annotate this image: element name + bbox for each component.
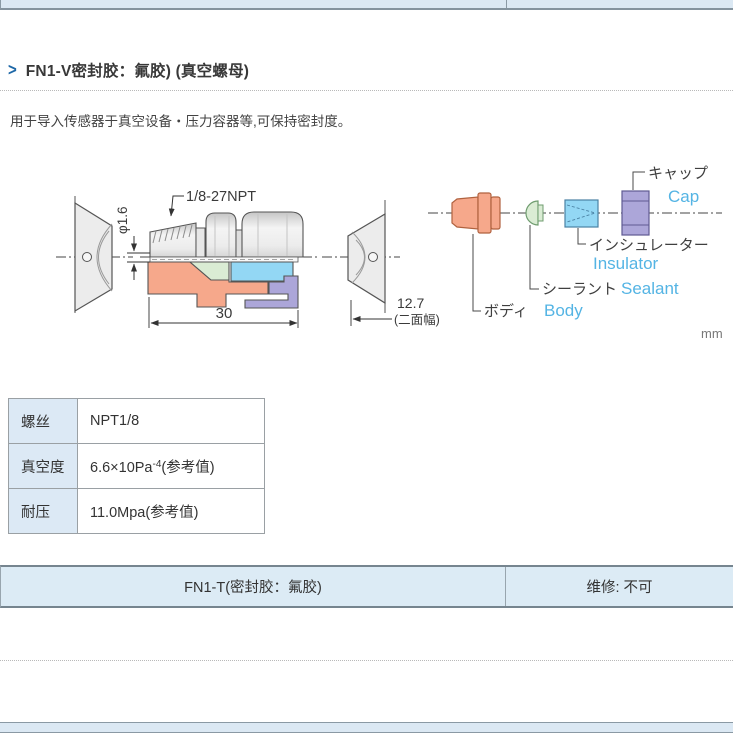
label-body-jp: ボディ <box>484 302 528 320</box>
vacuum-value-note: (参考值) <box>161 459 215 476</box>
table-row: 螺丝 NPT1/8 <box>8 398 265 444</box>
label-insulator-jp: インシュレーター <box>589 237 709 254</box>
fitting-section-view <box>140 211 318 309</box>
hex-end-view-right <box>322 200 400 313</box>
maintenance-cell: 维修: 不可 <box>586 580 653 596</box>
label-body-en: Body <box>544 301 583 320</box>
spec-value-vacuum: 6.6×10Pa-4(参考值) <box>77 443 265 489</box>
section-header: > FN1-V密封胶：氟胶) (真空螺母) <box>8 59 249 81</box>
technical-diagram: φ1.6 1/8-27NPT 30 12.7 (二面幅) <box>0 150 733 355</box>
exploded-view: キャップ Cap インシュレーター Insulator シーラント Sealan… <box>428 165 722 320</box>
part-cap <box>621 190 650 236</box>
dim-diameter-label: φ1.6 <box>115 206 130 234</box>
dotted-divider-top <box>0 90 733 91</box>
label-sealant-en: Sealant <box>621 279 679 298</box>
vacuum-value-base: 6.6×10Pa <box>90 459 153 476</box>
spec-label-thread: 螺丝 <box>8 398 78 444</box>
section-title: FN1-V密封胶：氟胶) (真空螺母) <box>25 63 250 80</box>
section-cap-region <box>244 275 299 309</box>
spec-value-thread: NPT1/8 <box>77 398 265 444</box>
label-cap-jp: キャップ <box>648 165 708 182</box>
chevron-right-icon: > <box>8 60 17 80</box>
dimension-thread: 1/8-27NPT <box>168 189 256 217</box>
dimension-length: 30 <box>148 297 299 328</box>
diagram-svg: φ1.6 1/8-27NPT 30 12.7 (二面幅) <box>56 165 723 341</box>
part-body <box>451 196 479 230</box>
part-sealant <box>525 200 539 226</box>
top-partial-table-row <box>0 0 733 10</box>
product-description: 用于导入传感器于真空设备・压力容器等,可保持密封度。 <box>10 114 352 129</box>
spec-table: 螺丝 NPT1/8 真空度 6.6×10Pa-4(参考值) 耐压 11.0Mpa… <box>8 398 265 534</box>
table-row: 耐压 11.0Mpa(参考值) <box>8 488 265 534</box>
bottom-partial-table-row <box>0 722 733 733</box>
part-insulator <box>564 199 599 228</box>
table-row: 真空度 6.6×10Pa-4(参考值) <box>8 443 265 489</box>
label-sealant-jp: シーラント <box>542 281 617 298</box>
top-row-divider <box>506 0 507 8</box>
dim-flats-label: 12.7 <box>397 295 424 311</box>
model-row: FN1-T(密封胶：氟胶) 维修: 不可 <box>0 565 733 608</box>
unit-label: mm <box>701 326 723 341</box>
spec-value-pressure: 11.0Mpa(参考值) <box>77 488 265 534</box>
label-insulator-en: Insulator <box>593 254 659 273</box>
label-cap-en: Cap <box>668 187 699 206</box>
dimension-diameter: φ1.6 <box>115 206 150 280</box>
model-number-cell: FN1-T(密封胶：氟胶) <box>1 567 506 606</box>
dimension-flats: 12.7 (二面幅) <box>350 295 440 327</box>
vacuum-value-exponent: -4 <box>152 458 162 470</box>
dim-length-label: 30 <box>216 305 233 322</box>
hex-end-view-left <box>56 196 133 313</box>
section-sealant-region <box>188 261 230 281</box>
dim-flats-note: (二面幅) <box>394 312 440 327</box>
dim-thread-label: 1/8-27NPT <box>186 189 256 205</box>
dotted-divider-bottom <box>0 660 733 661</box>
spec-label-vacuum: 真空度 <box>8 443 78 489</box>
spec-label-pressure: 耐压 <box>8 488 78 534</box>
